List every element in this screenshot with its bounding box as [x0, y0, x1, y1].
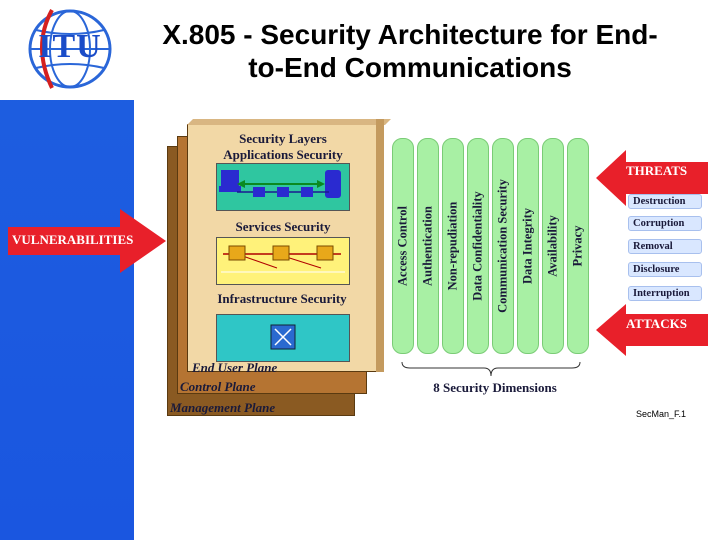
logo-text: ITU [38, 28, 102, 65]
applications-network-icon [219, 170, 341, 198]
threat-interruption: Interruption [628, 286, 702, 301]
threats-arrow [596, 150, 708, 206]
vulnerabilities-arrow [8, 209, 166, 273]
end-user-plane-top [187, 119, 391, 125]
dimensions-brace [398, 360, 584, 380]
title-line-2: to-End Communications [248, 52, 572, 83]
dimension-label: Data Confidentiality [470, 191, 485, 301]
dimension-label: Non-repudiation [445, 201, 460, 291]
threat-removal: Removal [628, 239, 702, 254]
control-plane-label: Control Plane [180, 379, 256, 394]
end-user-plane-label: End User Plane [192, 360, 278, 375]
attacks-label: ATTACKS [626, 316, 687, 331]
vulnerabilities-label: VULNERABILITIES [12, 232, 134, 247]
infrastructure-security-label: Infrastructure Security [217, 291, 347, 306]
dimension-data-integrity: Data Integrity [517, 138, 539, 354]
dimension-data-confidentiality: Data Confidentiality [467, 138, 489, 354]
dimension-label: Availability [545, 215, 560, 277]
dimension-label: Communication Security [495, 179, 510, 313]
figure-id: SecMan_F.1 [636, 409, 687, 419]
dimension-label: Authentication [420, 206, 435, 286]
threat-disclosure: Disclosure [628, 262, 702, 277]
globe-icon [22, 6, 118, 92]
threat-destruction: Destruction [628, 194, 702, 209]
services-network-icon [221, 245, 345, 273]
security-layers-heading: Security Layers [239, 131, 327, 146]
router-icon [270, 324, 296, 350]
infrastructure-layer-box [216, 314, 350, 362]
threats-heading: THREATS [626, 163, 688, 178]
threat-corruption: Corruption [628, 216, 702, 231]
dimension-access-control: Access Control [392, 138, 414, 354]
dimensions-caption: 8 Security Dimensions [433, 380, 557, 395]
management-plane-label: Management Plane [170, 400, 276, 415]
dimension-communication-security: Communication Security [492, 138, 514, 354]
services-security-label: Services Security [235, 219, 331, 234]
end-user-plane-side [376, 119, 384, 372]
slide-title: X.805 - Security Architecture for End- t… [140, 18, 680, 84]
services-layer-box [216, 237, 350, 285]
dimension-label: Data Integrity [520, 207, 535, 285]
applications-layer-box [216, 163, 350, 211]
dimension-label: Privacy [570, 225, 585, 267]
dimension-authentication: Authentication [417, 138, 439, 354]
dimension-non-repudiation: Non-repudiation [442, 138, 464, 354]
dimension-privacy: Privacy [567, 138, 589, 354]
applications-security-label: Applications Security [223, 147, 343, 162]
attacks-arrow [596, 304, 708, 356]
title-line-1: X.805 - Security Architecture for End- [162, 19, 658, 50]
dimension-label: Access Control [395, 206, 410, 286]
dimension-availability: Availability [542, 138, 564, 354]
